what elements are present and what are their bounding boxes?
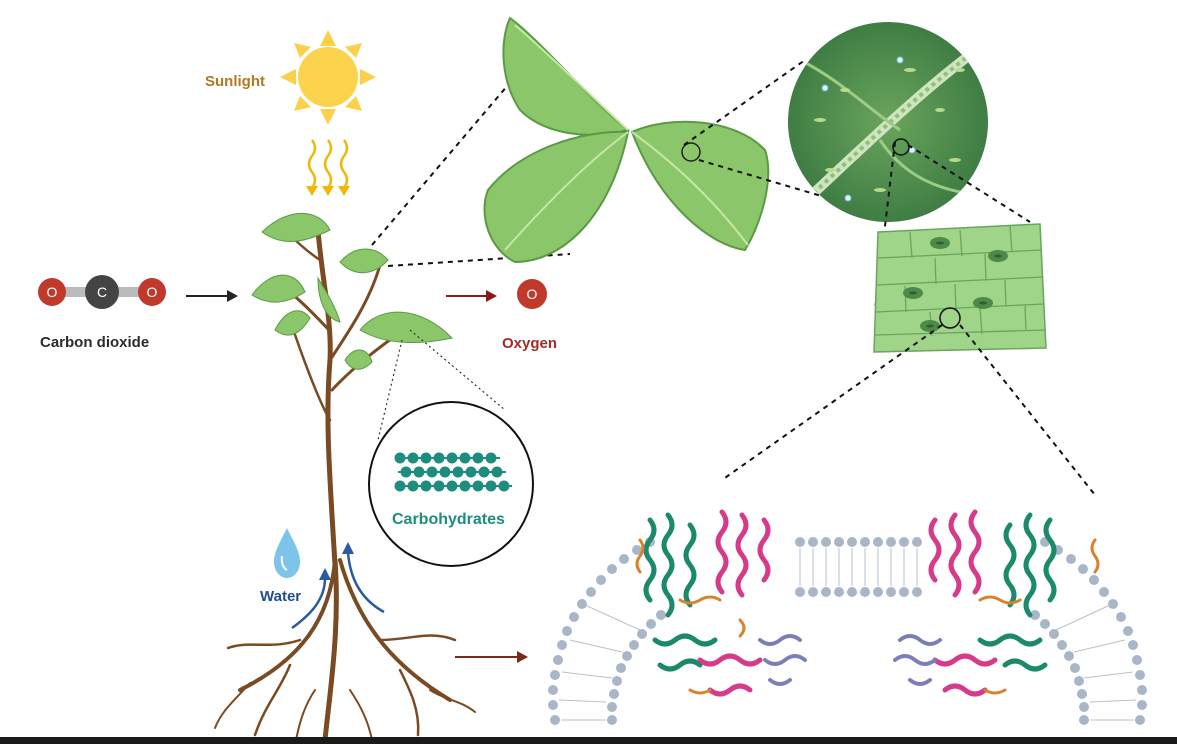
membrane-protein-complex — [637, 512, 805, 694]
co2-oxygen-left-letter: O — [42, 284, 62, 300]
water-label: Water — [260, 588, 301, 605]
carbohydrate-chain-icon — [396, 454, 513, 491]
co2-oxygen-right-letter: O — [142, 284, 162, 300]
carbohydrates-label: Carbohydrates — [392, 511, 505, 529]
oxygen-arrow — [446, 290, 497, 302]
membrane-protein-complex-right — [895, 512, 1098, 694]
oxygen-label: Oxygen — [502, 335, 557, 352]
carbon-dioxide-label: Carbon dioxide — [40, 334, 149, 351]
oxygen-atom-letter: O — [522, 286, 542, 302]
sun-icon — [280, 30, 376, 125]
bottom-border — [0, 737, 1177, 744]
membrane-arrow — [455, 651, 528, 663]
water-drop-icon — [274, 528, 300, 578]
leaf-icon — [484, 18, 768, 262]
cell-layer-icon — [874, 224, 1046, 352]
co2-arrow — [186, 290, 238, 302]
sunlight-rays-icon — [306, 140, 350, 196]
carbohydrate-zoom — [369, 330, 533, 566]
co2-carbon-letter: C — [92, 284, 112, 300]
sunlight-label: Sunlight — [205, 73, 265, 90]
